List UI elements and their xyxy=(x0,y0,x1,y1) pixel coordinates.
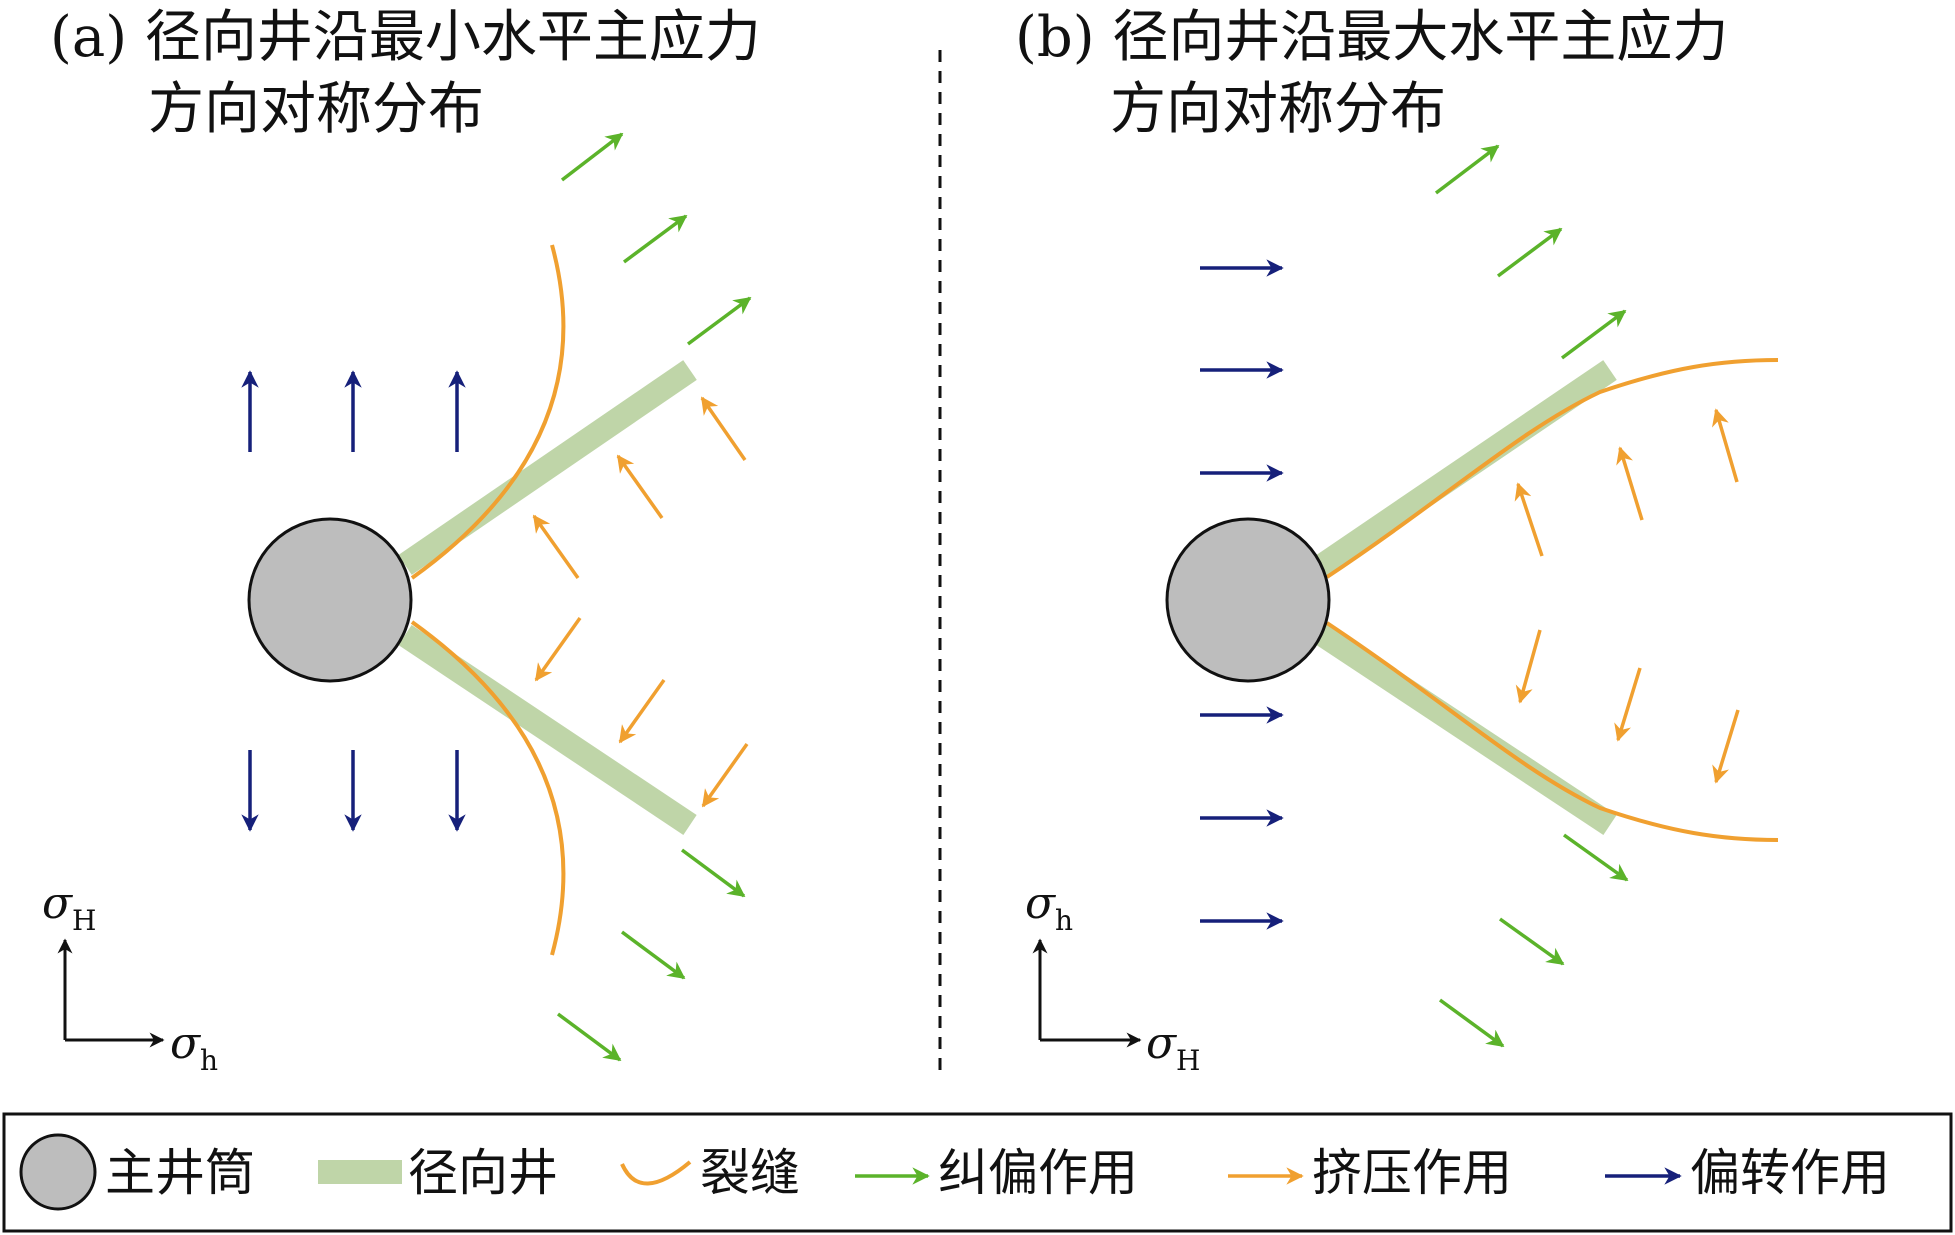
correction-arrow xyxy=(1434,144,1500,195)
panel-a-axes xyxy=(57,938,165,1048)
squeeze-arrow xyxy=(532,514,580,580)
panel-b-fracture-upper xyxy=(1325,358,1779,579)
squeeze-arrow xyxy=(1515,629,1542,704)
correction-arrow xyxy=(1498,917,1565,966)
panel-b-title-line2: 方向对称分布 xyxy=(1110,77,1446,142)
correction-arrow xyxy=(560,132,624,182)
panel-b-squeeze-arrows-upper xyxy=(1514,408,1739,557)
panel-a: σH σh xyxy=(42,132,752,1077)
legend-correction-label: 纠偏作用 xyxy=(938,1144,1138,1202)
panel-a-title-line2: 方向对称分布 xyxy=(148,77,484,142)
legend: 主井筒 径向井 裂缝 纠偏作用 挤压作用 偏转作用 xyxy=(2,1112,1953,1233)
panel-b-axes xyxy=(1032,938,1142,1048)
squeeze-arrow xyxy=(1712,408,1739,483)
squeeze-arrow xyxy=(1614,667,1642,742)
panel-a-squeeze-arrows-upper xyxy=(532,396,747,580)
panel-a-axis-vertical-label: σH xyxy=(42,878,96,937)
correction-arrow xyxy=(556,1012,622,1062)
squeeze-arrow xyxy=(618,678,666,744)
correction-arrow xyxy=(620,930,686,980)
legend-squeeze-label: 挤压作用 xyxy=(1312,1144,1512,1202)
squeeze-arrow xyxy=(534,616,582,682)
panel-a-correction-arrows-lower xyxy=(556,848,746,1062)
panel-b-deflection-arrows-upper xyxy=(1200,259,1284,482)
panel-b-fracture-lower xyxy=(1325,621,1779,842)
panel-b-radial-well-lower xyxy=(1313,622,1617,836)
squeeze-arrow xyxy=(1712,709,1740,784)
panel-a-squeeze-arrows-lower xyxy=(534,616,749,808)
panel-a-deflection-arrows-up xyxy=(241,370,466,452)
panel-b-squeeze-arrows-lower xyxy=(1515,629,1740,784)
correction-arrow xyxy=(622,214,688,264)
legend-radial-well-label: 径向井 xyxy=(408,1144,558,1202)
panel-b-title-line1: (b) 径向井沿最大水平主应力 xyxy=(1015,5,1729,70)
panel-b-axis-horizontal-label: σH xyxy=(1146,1018,1200,1077)
legend-main-wellbore-label: 主井筒 xyxy=(105,1144,255,1202)
legend-fracture-label: 裂缝 xyxy=(700,1144,800,1202)
panel-b-axis-vertical-label: σh xyxy=(1025,878,1073,937)
squeeze-arrow xyxy=(701,742,749,808)
panel-b: σh σH xyxy=(1025,144,1779,1077)
panel-b-correction-arrows-upper xyxy=(1434,144,1627,360)
panel-b-correction-arrows-lower xyxy=(1438,833,1629,1048)
correction-arrow xyxy=(1560,309,1627,360)
squeeze-arrow xyxy=(1514,482,1544,557)
panel-a-deflection-arrows-down xyxy=(241,750,466,832)
panel-b-main-wellbore xyxy=(1165,517,1331,683)
legend-wellbore-swatch xyxy=(19,1133,97,1211)
panel-a-correction-arrows-upper xyxy=(560,132,752,346)
squeeze-arrow xyxy=(1616,446,1644,521)
panel-a-title-line1: (a) 径向井沿最小水平主应力 xyxy=(50,5,761,70)
correction-arrow xyxy=(1438,998,1505,1048)
panel-b-radial-well-upper xyxy=(1313,360,1617,577)
correction-arrow xyxy=(1562,833,1629,882)
correction-arrow xyxy=(680,848,746,898)
panel-a-radial-well-lower xyxy=(398,625,697,835)
panel-a-fracture-upper xyxy=(410,244,566,580)
correction-arrow xyxy=(1496,227,1563,278)
panel-a-main-wellbore xyxy=(247,517,413,683)
legend-fracture-swatch xyxy=(620,1160,692,1186)
panel-a-radial-well-upper xyxy=(398,360,697,575)
panel-a-axis-horizontal-label: σh xyxy=(170,1018,218,1077)
squeeze-arrow xyxy=(700,396,747,461)
panel-b-deflection-arrows-lower xyxy=(1200,706,1284,930)
squeeze-arrow xyxy=(616,454,664,520)
panel-a-fracture-lower xyxy=(410,620,566,956)
correction-arrow xyxy=(686,296,752,346)
legend-deflection-label: 偏转作用 xyxy=(1690,1144,1890,1202)
